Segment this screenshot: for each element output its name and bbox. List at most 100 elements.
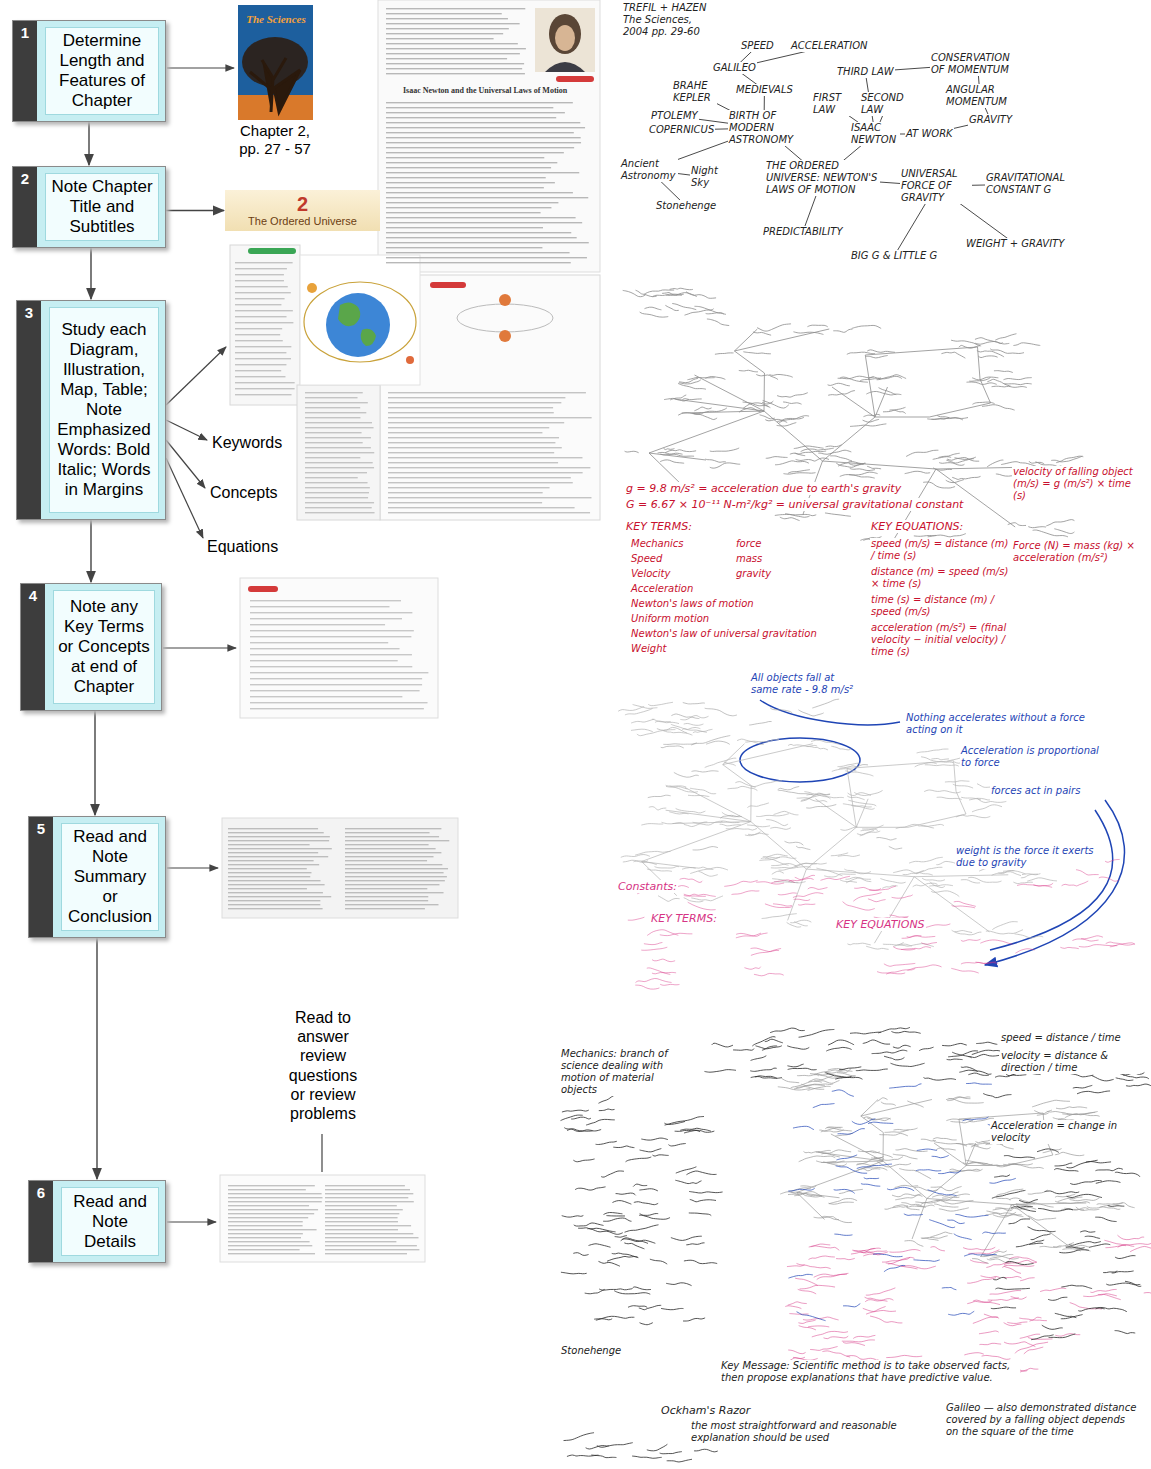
- handwritten-note: Stonehenge: [560, 1345, 622, 1357]
- ink-stroke: [1048, 1297, 1067, 1300]
- ink-stroke: [1065, 1246, 1090, 1251]
- ink-stroke: [1126, 1084, 1151, 1086]
- ink-stroke: [789, 878, 814, 881]
- ink-stroke: [1064, 1208, 1088, 1210]
- handwritten-note: KEY TERMS:: [625, 520, 693, 533]
- title-band: 2The Ordered Universe: [225, 190, 380, 231]
- ink-link: [856, 799, 868, 828]
- text-line: [345, 836, 439, 837]
- text-line: [386, 172, 579, 173]
- ink-stroke: [743, 352, 770, 354]
- ink-stroke: [922, 1238, 939, 1240]
- text-line: [345, 880, 445, 881]
- ink-stroke: [808, 888, 828, 890]
- ink-stroke: [952, 905, 975, 907]
- text-line: [228, 844, 310, 845]
- ink-stroke: [1028, 1227, 1056, 1232]
- process-box: 4Note any Key Terms or Concepts at end o…: [20, 583, 162, 711]
- ink-stroke: [967, 1278, 996, 1284]
- ink-stroke: [796, 458, 829, 461]
- ink-stroke: [666, 785, 687, 787]
- ink-stroke: [945, 1200, 973, 1204]
- ink-stroke: [751, 1056, 767, 1061]
- ink-stroke: [1055, 1163, 1073, 1166]
- ink-stroke: [959, 1070, 991, 1074]
- ink-stroke: [909, 857, 943, 863]
- ink-stroke: [1003, 1276, 1021, 1278]
- ink-stroke: [757, 324, 791, 331]
- ink-stroke: [996, 1198, 1010, 1200]
- text-line: [235, 298, 285, 299]
- ink-stroke: [853, 1335, 875, 1338]
- ink-stroke: [1008, 1164, 1032, 1165]
- handwritten-note: BIG G & LITTLE G: [850, 250, 938, 262]
- ink-stroke: [1105, 1244, 1134, 1247]
- step-number: 3: [17, 301, 41, 321]
- leader-line: [321, 1134, 322, 1172]
- ink-stroke: [840, 880, 857, 882]
- ink-stroke: [787, 1265, 805, 1267]
- handwriting-scribble: [715, 352, 771, 355]
- handwritten-note: mass: [735, 553, 763, 565]
- handwriting-scribble: [678, 377, 725, 390]
- printed-text-lines: [386, 8, 526, 74]
- ink-stroke: [684, 1130, 714, 1133]
- text-line: [388, 507, 575, 508]
- handwriting-scribble: [866, 1310, 902, 1322]
- ink-stroke: [917, 1205, 935, 1206]
- text-line: [386, 167, 551, 168]
- ink-link: [751, 822, 807, 870]
- handwriting-scribble: [635, 978, 679, 989]
- ink-stroke: [963, 1117, 989, 1121]
- ink-stroke: [992, 922, 1017, 930]
- ink-stroke: [613, 1146, 634, 1148]
- ink-stroke: [987, 1259, 1011, 1263]
- ink-stroke: [744, 967, 760, 969]
- ink-stroke: [774, 881, 798, 883]
- ink-stroke: [942, 1197, 959, 1198]
- ink-stroke: [862, 825, 883, 829]
- ink-stroke: [854, 1248, 876, 1252]
- text-line: [388, 392, 586, 393]
- handwritten-note: MEDIEVALS: [735, 84, 794, 96]
- ink-stroke: [1118, 1243, 1151, 1248]
- ink-stroke: [902, 936, 922, 939]
- ink-stroke: [691, 736, 730, 746]
- ink-stroke: [793, 893, 823, 898]
- handwriting-scribble: [967, 371, 1032, 388]
- ink-stroke: [1116, 1078, 1134, 1081]
- ink-stroke: [770, 708, 792, 713]
- handwriting-scribble: [927, 415, 968, 420]
- handwriting-scribble: [623, 288, 729, 325]
- ink-stroke: [850, 424, 886, 427]
- handwritten-note: acceleration (m/s²) = (final velocity − …: [870, 622, 1010, 658]
- text-line: [345, 900, 428, 901]
- ink-stroke: [856, 1069, 888, 1071]
- handwriting-scribble: [812, 1331, 876, 1345]
- ink-stroke: [852, 1250, 886, 1252]
- ink-stroke: [663, 730, 693, 735]
- ink-stroke: [998, 871, 1014, 874]
- ink-stroke: [1003, 1164, 1043, 1168]
- ink-link: [1012, 1203, 1086, 1205]
- handwriting-scribble: [658, 896, 723, 902]
- handwritten-note: PREDICTABILITY: [762, 226, 844, 238]
- ink-stroke: [818, 450, 851, 454]
- ink-stroke: [623, 290, 646, 296]
- ink-stroke: [955, 1214, 988, 1217]
- text-line: [432, 296, 433, 297]
- number-tab: 6: [29, 1181, 53, 1262]
- ink-stroke: [929, 885, 953, 886]
- ink-stroke: [941, 352, 965, 358]
- ink-stroke: [973, 1317, 998, 1323]
- ink-stroke: [626, 1157, 652, 1162]
- handwriting-scribble: [1032, 1100, 1099, 1121]
- ink-stroke: [756, 375, 778, 380]
- ink-stroke: [756, 882, 784, 884]
- ink-stroke: [586, 1119, 615, 1125]
- ink-stroke: [951, 1120, 973, 1123]
- ink-stroke: [883, 407, 905, 412]
- ink-stroke: [685, 309, 714, 315]
- text-line: [386, 177, 546, 178]
- handwriting-scribble: [787, 1256, 1037, 1273]
